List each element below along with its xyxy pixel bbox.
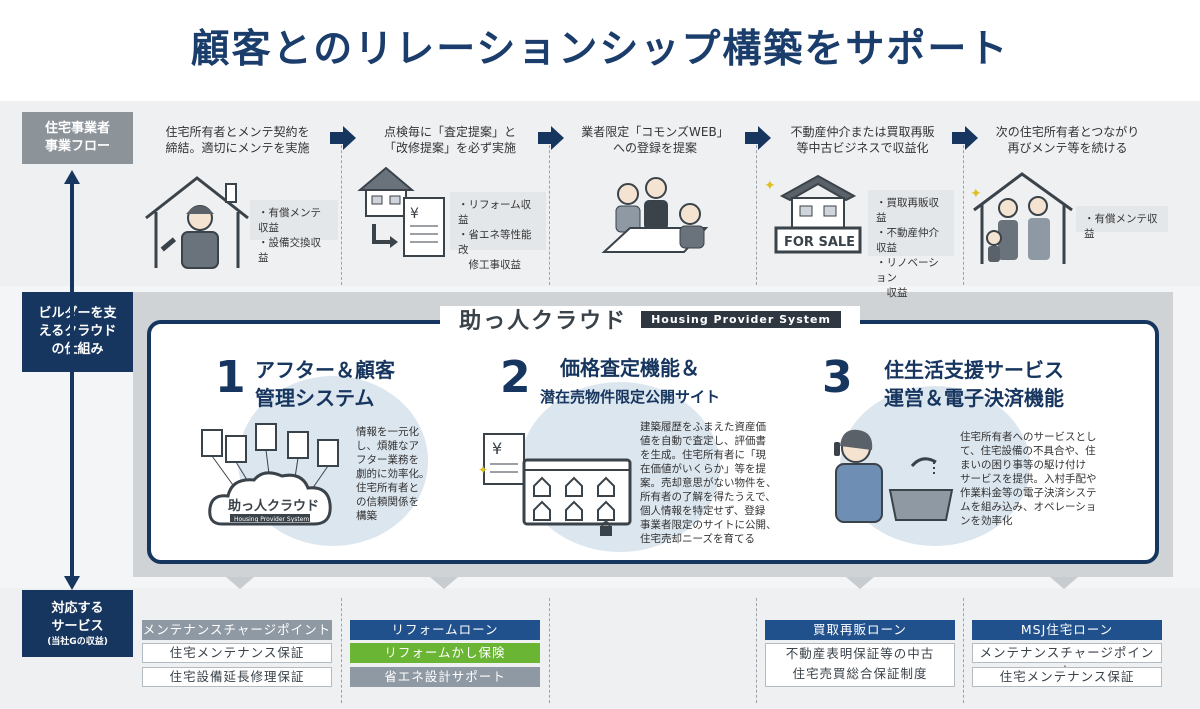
cloud-logo-text: 助っ人クラウド [459, 309, 628, 334]
service-msj-home-loan: MSJ住宅ローン [972, 620, 1162, 640]
down-triangle-icon [430, 577, 458, 589]
feature-2-number: 2 [500, 352, 531, 403]
for-sale-sign-text: FOR SALE [784, 235, 855, 250]
step-5-bullets: ・有償メンテ収益 [1076, 206, 1168, 240]
step-2-bullets: ・リフォーム収益 ・省エネ等性能改 修工事収益 [450, 192, 546, 271]
feature-2-title: 価格査定機能＆ [560, 356, 700, 380]
cloud-label: ビルダーを支 えるクラウド の仕組み [22, 292, 133, 372]
page-title: 顧客とのリレーションシップ構築をサポート [190, 27, 1010, 72]
vertical-double-arrow [62, 170, 82, 590]
separator [341, 598, 342, 703]
cloud-small-logo: 助っ人クラウド [228, 498, 319, 514]
feature-3-title: 住生活支援サービス 運営＆電子決済機能 [884, 358, 1064, 410]
services-label: 対応する サービス (当社Gの収益) [22, 590, 133, 657]
svg-text:✦: ✦ [764, 178, 776, 194]
service-reform-loan: リフォームローン [350, 620, 540, 640]
cloud-logo-header-2: 助っ人クラウド Housing Provider System [440, 306, 860, 334]
house-for-sale-illustration: FOR SALE ✦ [764, 174, 862, 254]
house-worker-illustration [145, 176, 249, 269]
arrow-right-icon [330, 126, 356, 150]
separator [341, 140, 342, 285]
documents-cloud-illustration: 助っ人クラウド Housing Provider System [201, 423, 339, 526]
services-label-sub: (当社Gの収益) [47, 636, 108, 647]
service-reform-defect-insurance: リフォームかし保険 [350, 643, 540, 663]
feature-2-desc: 建築履歴をふまえた資産価 値を自動で査定し、評価書 を生成。住宅所有者に「現 在… [640, 421, 777, 545]
arrow-right-icon [745, 126, 771, 150]
phone-call-illustration [834, 429, 954, 523]
down-triangle-icon [1050, 577, 1078, 589]
separator [549, 598, 550, 703]
service-home-maintenance-guarantee-2: 住宅メンテナンス保証 [972, 667, 1162, 687]
separator [963, 140, 964, 285]
family-house-illustration: ✦ [970, 172, 1073, 264]
feature-1-desc: 情報を一元化 し、煩雑なア フター業務を 劇的に効率化。 住宅所有者と の信頼関… [356, 426, 430, 522]
price-listing-illustration: ¥ ✦ [478, 433, 632, 536]
step-1-text: 住宅所有者とメンテ契約を 締結。適切にメンテを実施 [165, 125, 310, 155]
svg-text:¥: ¥ [410, 206, 419, 222]
service-resale-loan: 買取再販ローン [765, 620, 955, 640]
step-3-text: 業者限定「コモンズWEB」 への登録を提案 [581, 125, 729, 155]
service-maintenance-charge-point-2: メンテナンスチャージポイント [972, 643, 1162, 678]
separator [549, 140, 550, 285]
separator [963, 598, 964, 703]
separator [756, 598, 757, 703]
svg-text:✦: ✦ [478, 463, 488, 477]
step-2-text: 点検毎に「査定提案」と 「改修提案」を必ず実施 [383, 125, 516, 155]
service-energy-saving-design: 省エネ設計サポート [350, 667, 540, 687]
step-4-text: 不動産仲介または買取再販 等中古ビジネスで収益化 [790, 125, 935, 155]
separator [756, 140, 757, 285]
down-triangle-icon [226, 577, 254, 589]
cloud-small-tag: Housing Provider System [234, 516, 309, 523]
feature-1-number: 1 [215, 352, 246, 403]
cloud-tag-text: Housing Provider System [641, 310, 841, 328]
step-5-text: 次の住宅所有者とつながり 再びメンテ等を続ける [995, 125, 1140, 155]
feature-3-desc: 住宅所有者へのサービスとし て、住宅設備の不具合や、住 まいの困り事等の駆け付け… [960, 431, 1097, 527]
svg-text:✦: ✦ [970, 186, 982, 202]
down-triangle-icon [846, 577, 874, 589]
house-document-illustration: ¥ [357, 166, 445, 257]
arrow-right-icon [952, 126, 978, 150]
service-home-maintenance-guarantee: 住宅メンテナンス保証 [142, 643, 332, 663]
service-maintenance-charge-point: メンテナンスチャージポイント [142, 620, 332, 640]
svg-text:¥: ¥ [492, 439, 502, 458]
feature-3-number: 3 [822, 352, 853, 403]
service-used-home-guarantee: 不動産表明保証等の中古 住宅売買総合保証制度 [765, 643, 955, 687]
step-1-bullets: ・有償メンテ収益 ・設備交換収益 [250, 200, 338, 264]
step-4-bullets: ・買取再販収益 ・不動産仲介収益 ・リノベーション 収益 [868, 190, 954, 299]
arrow-right-icon [538, 126, 564, 150]
feature-2-subtitle: 潜在売物件限定公開サイト [540, 388, 721, 406]
feature-1-title: アフター＆顧客 管理システム [255, 358, 395, 410]
service-equipment-extended-repair: 住宅設備延長修理保証 [142, 667, 332, 687]
meeting-illustration [601, 177, 709, 253]
flow-label: 住宅事業者 事業フロー [22, 112, 133, 164]
services-label-main: 対応する サービス [51, 600, 104, 634]
